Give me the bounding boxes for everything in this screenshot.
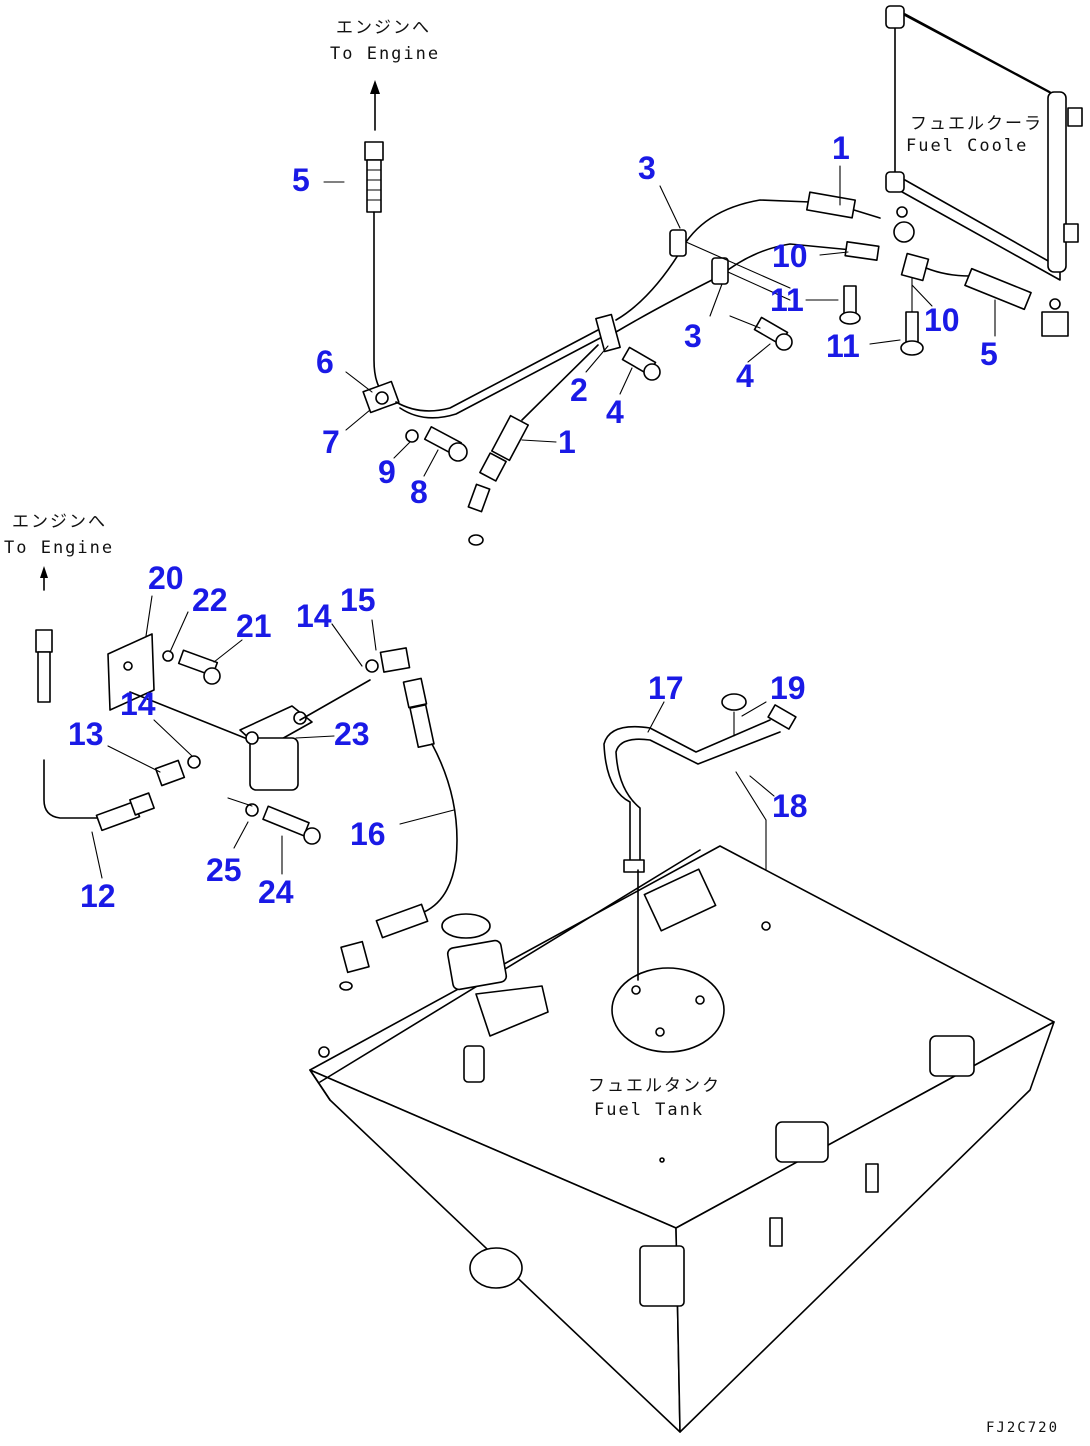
fuel-cooler-label-jp: フュエルクーラ: [910, 114, 1043, 134]
clamps-3: [669, 229, 791, 301]
tee-joint-6: [362, 380, 400, 414]
callout-15: 15: [340, 582, 376, 618]
fuel-filter-23: [239, 679, 371, 791]
bolt-8: [405, 426, 468, 462]
bolts-4: [621, 315, 793, 381]
hose-12: [35, 629, 155, 832]
callout-18: 18: [772, 788, 808, 824]
callout-9: 9: [378, 454, 396, 490]
callout-24: 24: [258, 874, 294, 910]
callout-5: 5: [292, 162, 310, 198]
fuel-cooler-label-en: Fuel Coole: [906, 136, 1029, 156]
engine-arrow-top: [370, 80, 380, 131]
callout-25: 25: [206, 852, 242, 888]
callout-10: 10: [772, 238, 808, 274]
hose-16: [339, 677, 458, 991]
callout-7: 7: [322, 424, 340, 460]
fuel-cooler: [885, 5, 1083, 281]
callout-14: 14: [120, 686, 156, 722]
drawing-code: FJ2C720: [986, 1420, 1060, 1436]
hose-5-cooler: [964, 267, 1069, 337]
to-engine-label-top-jp: エンジンへ: [336, 18, 431, 38]
callout-11: 11: [770, 282, 804, 318]
callout-11: 11: [826, 328, 860, 364]
tank-top-parts: [318, 868, 975, 1307]
callout-16: 16: [350, 816, 386, 852]
hose-1-upper: [805, 191, 915, 243]
to-engine-label-top-en: To Engine: [330, 44, 441, 64]
to-engine-label-left-en: To Engine: [4, 538, 115, 558]
elbow-13: [154, 755, 201, 787]
to-engine-label-left-jp: エンジンへ: [12, 512, 107, 532]
callout-3: 3: [638, 150, 656, 186]
callout-22: 22: [192, 582, 228, 618]
callout-17: 17: [648, 670, 684, 706]
fuel-tank-label-jp: フュエルタンク: [588, 1076, 721, 1096]
bolt-21: [162, 649, 221, 685]
callout-21: 21: [236, 608, 272, 644]
callout-4: 4: [606, 394, 624, 430]
callout-13: 13: [68, 716, 104, 752]
engine-arrow-left: [40, 566, 48, 591]
callout-3: 3: [684, 318, 702, 354]
hose-1-lower: [467, 344, 599, 546]
callout-1: 1: [558, 424, 576, 460]
fitting-15: [365, 647, 411, 673]
bolt-24: [227, 797, 321, 845]
leader-lines: [91, 165, 996, 879]
callout-12: 12: [80, 878, 116, 914]
fuel-tank: [309, 845, 1055, 1433]
callout-2: 2: [570, 372, 588, 408]
callout-1: 1: [832, 130, 850, 166]
hose-5-top: [364, 141, 385, 395]
callout-20: 20: [148, 560, 184, 596]
bracket-20: [107, 633, 251, 741]
callout-5: 5: [980, 336, 998, 372]
callout-6: 6: [316, 344, 334, 380]
callout-10: 10: [924, 302, 960, 338]
callout-23: 23: [334, 716, 370, 752]
callout-19: 19: [770, 670, 806, 706]
bolts-11: [839, 277, 924, 356]
hose-10: [844, 241, 971, 282]
callout-4: 4: [736, 358, 754, 394]
callout-8: 8: [410, 474, 428, 510]
callout-14: 14: [296, 598, 332, 634]
fuel-tank-label-en: Fuel Tank: [594, 1100, 705, 1120]
breather-pipe-17: [603, 704, 797, 873]
